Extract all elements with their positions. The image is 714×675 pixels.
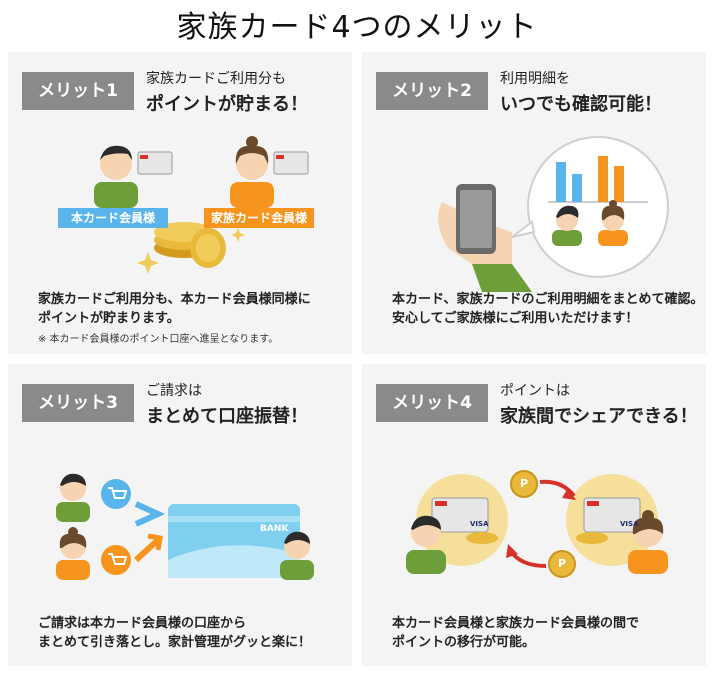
bankbook-icon xyxy=(168,504,300,578)
merit-4-body-line2: ポイントの移行が可能。 xyxy=(392,635,536,650)
merit-1-body-line1: 家族カードご利用分も、本カード会員様同様に xyxy=(38,292,311,307)
merit-4-heading-line1: ポイントは xyxy=(500,383,570,399)
bar-chart-icon xyxy=(548,156,648,203)
merit-3-body-line1: ご請求は本カード会員様の口座から xyxy=(38,616,247,631)
cart-icon-blue xyxy=(101,479,131,509)
cart-icon-orange xyxy=(101,545,131,575)
merit-2-heading-line2: いつでも確認可能！ xyxy=(500,94,662,115)
merit-4-heading-line2: 家族間でシェアできる！ xyxy=(500,406,698,427)
primary-member-person-icon xyxy=(406,515,446,574)
primary-member-person-icon xyxy=(94,145,138,208)
sparkle-icon xyxy=(137,228,245,274)
credit-card-icon xyxy=(273,151,309,175)
card-brand-2: VISA xyxy=(620,520,639,528)
merit-badge-2: メリット2 xyxy=(376,72,488,110)
primary-member-person-icon xyxy=(552,205,582,246)
merit-1-note: ※ 本カード会員様のポイント口座へ進呈となります。 xyxy=(38,334,279,345)
family-member-tag: 家族カード会員様 xyxy=(204,208,314,228)
merit-2-body-line1: 本カード、家族カードのご利用明細をまとめて確認。 xyxy=(392,292,704,307)
primary-card-circle-icon xyxy=(416,474,508,566)
card-brand-1: VISA xyxy=(470,520,489,528)
point-coin-icon xyxy=(510,470,576,578)
merit-panel-4: メリット4 ポイントは 家族間でシェアできる！ xyxy=(362,364,706,666)
merit-3-illustration xyxy=(56,473,314,580)
merit-badge-1: メリット1 xyxy=(22,72,134,110)
arrow-blue-icon xyxy=(134,501,166,527)
merit-1-heading-line1: 家族カードご利用分も xyxy=(146,71,286,87)
exchange-arrows-icon xyxy=(506,479,576,568)
merit-1-heading-line2: ポイントが貯まる！ xyxy=(146,94,308,115)
merit-4-body-line1: 本カード会員様と家族カード会員様の間で xyxy=(392,616,640,631)
primary-member-tag: 本カード会員様 xyxy=(58,208,168,228)
merit-4-illustration xyxy=(406,470,668,578)
merit-panel-3: メリット3 ご請求は まとめて口座振替！ xyxy=(8,364,352,666)
family-member-person-icon xyxy=(628,510,668,574)
merit-2-heading-line1: 利用明細を xyxy=(500,71,570,87)
merit-badge-3: メリット3 xyxy=(22,384,134,422)
primary-member-person-icon xyxy=(56,473,90,522)
coins-icon xyxy=(154,222,226,268)
family-member-person-icon xyxy=(56,527,90,580)
bank-label: BANK xyxy=(260,524,289,534)
credit-card-icon xyxy=(137,151,173,175)
arrow-orange-icon xyxy=(133,533,163,563)
merit-1-body-line2: ポイントが貯まります。 xyxy=(38,311,180,326)
merit-3-body-line2: まとめて引き落とし。家計管理がグッと楽に！ xyxy=(38,635,312,650)
point-symbol-2: P xyxy=(558,557,567,570)
merit-2-body-line2: 安心してご家族様にご利用いただけます！ xyxy=(392,311,639,326)
point-symbol-1: P xyxy=(520,477,529,490)
merit-badge-4: メリット4 xyxy=(376,384,488,422)
merit-panel-2: メリット2 利用明細を いつでも確認可能！ xyxy=(362,52,706,354)
smartphone-icon xyxy=(456,184,496,254)
merit-panel-1: メリット1 家族カードご利用分も ポイントが貯まる！ xyxy=(8,52,352,354)
primary-member-person-icon xyxy=(280,531,314,580)
merit-3-heading-line2: まとめて口座振替！ xyxy=(146,406,308,427)
family-member-person-icon xyxy=(598,200,628,246)
merit-1-illustration xyxy=(94,136,309,274)
merit-3-heading-line1: ご請求は xyxy=(146,383,202,399)
family-member-person-icon xyxy=(230,136,274,208)
merit-2-illustration xyxy=(438,136,669,292)
page-title: 家族カード4つのメリット xyxy=(176,10,538,45)
family-card-circle-icon xyxy=(566,474,658,566)
speech-bubble-icon xyxy=(511,136,669,278)
